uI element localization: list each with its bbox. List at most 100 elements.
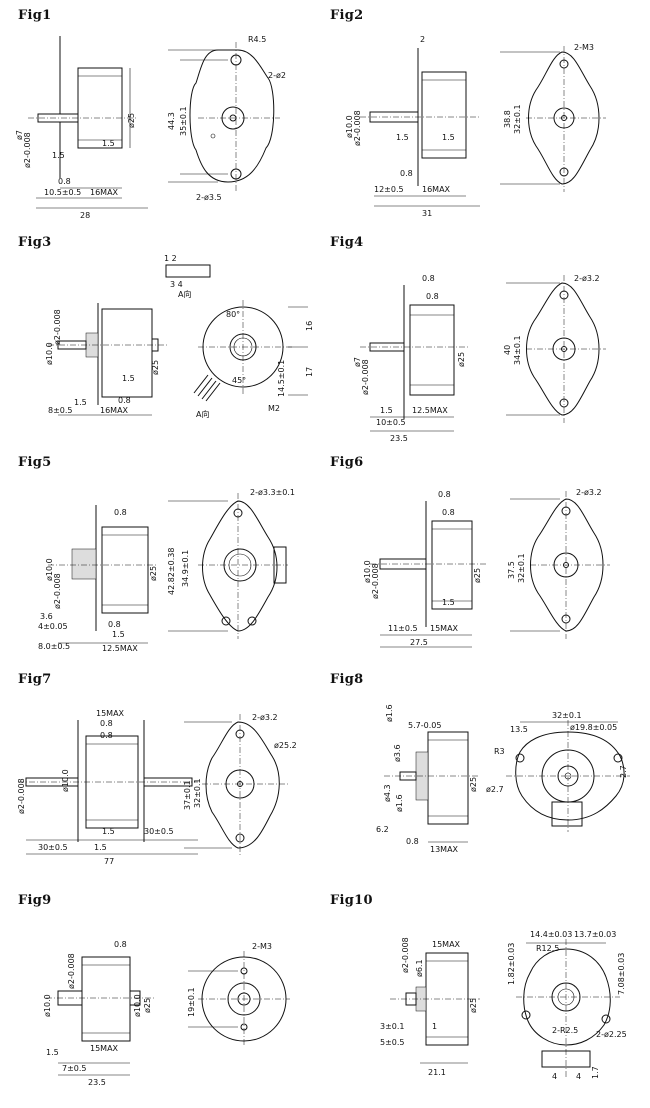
dim-0: 15MAX xyxy=(432,940,461,949)
dim-1: 1.5 xyxy=(396,133,409,142)
dim-shaft-2: ø2-0.008 xyxy=(371,563,380,599)
dim-shaft: ø10.0 xyxy=(43,994,52,1017)
view-label: A向 xyxy=(178,289,191,299)
dim-dia: ø25 xyxy=(127,113,136,128)
dim-6: 1.5 xyxy=(94,843,107,852)
label-holes: 2-ø3.2 xyxy=(576,488,602,497)
dim-5: 16MAX xyxy=(100,406,129,415)
figure-title: Fig10 xyxy=(330,893,373,908)
dim-6: 31 xyxy=(422,209,432,218)
figure-title: Fig2 xyxy=(330,8,364,23)
dim-1: 3±0.1 xyxy=(380,1022,405,1031)
dim-height-2: 34.9±0.1 xyxy=(181,550,190,587)
dim-4: 10.5±0.5 xyxy=(44,188,81,197)
dim-3: 0.8 xyxy=(58,177,71,186)
connector xyxy=(165,264,211,278)
figure-4-drawing: 0.8 0.8 ø7 ø2-0.008 ø25 1.5 12.5MAX 10±0… xyxy=(353,274,606,443)
figure-3: Fig3 1 2 3 4 A向 ø10.0 ø2-0.008 ø25 1.5 1… xyxy=(18,235,328,450)
label-holes: 2-M3 xyxy=(574,43,594,52)
dim-height-1: 44.3 xyxy=(167,112,176,130)
label-holes-2: 2-ø2.25 xyxy=(596,1030,627,1039)
dim-0: 0.8 xyxy=(114,508,127,517)
dim-top: 2 xyxy=(420,35,425,44)
figure-title: Fig7 xyxy=(18,672,52,687)
dim-0: 0.8 xyxy=(422,274,435,283)
dim-2: 1.5 xyxy=(102,139,115,148)
dim-height-2: 34±0.1 xyxy=(513,335,522,365)
dim-dia: ø25 xyxy=(151,360,160,375)
figure-2: Fig2 2 ø10.0 ø2-0.008 1.5 1.5 0.8 12±0.5… xyxy=(330,8,640,223)
dim-shaft-2: ø2-0.008 xyxy=(53,573,62,609)
dim-dia: ø25 xyxy=(469,998,478,1013)
label-holes-1: 2-R2.5 xyxy=(552,1026,578,1035)
dim-3: 11±0.5 xyxy=(388,624,418,633)
figure-title: Fig8 xyxy=(330,672,364,687)
dim-1: 13.5 xyxy=(510,725,528,734)
dim-3: 1 xyxy=(432,1022,437,1031)
dim-2: 1.5 xyxy=(442,133,455,142)
figure-10: Fig10 15MAX ø2-0.008 ø6.1 ø25 3±0.1 5±0.… xyxy=(330,893,640,1108)
dim-shaft: ø10.0 xyxy=(45,342,54,365)
dim-4: 15MAX xyxy=(430,624,459,633)
label-holes: 2-ø3.2 xyxy=(252,713,278,722)
dim-2: 4±0.05 xyxy=(38,622,68,631)
dim-height-2: 32±0.1 xyxy=(517,553,526,583)
dim-shaft: ø7 xyxy=(15,130,24,140)
dim-0: 0.8 xyxy=(438,490,451,499)
dim-shaft-2: ø2-0.008 xyxy=(23,132,32,168)
dim-5: 16MAX xyxy=(90,188,119,197)
dim-shaft-2: ø2-0.008 xyxy=(401,937,410,973)
label-holes: 2-ø3.2 xyxy=(574,274,600,283)
figure-6: Fig6 0.8 0.8 ø10.0 ø2-0.008 ø25 1.5 11±0… xyxy=(330,455,640,670)
dim-0: 5.7-0.05 xyxy=(408,721,441,730)
dim-top-2: 13.7±0.03 xyxy=(574,930,616,939)
dim-1: 3.6 xyxy=(40,612,53,621)
dim-4: 1.5 xyxy=(112,630,125,639)
dim-1: 0.8 xyxy=(100,719,113,728)
figure-8: Fig8 ø1.6 ø3.6 ø4.3 ø1.6 5.7-0.05 ø25 6.… xyxy=(330,672,640,887)
label-radius: R4.5 xyxy=(248,35,266,44)
view-label-2: A向 xyxy=(196,409,209,419)
angle-1: 80° xyxy=(226,310,240,319)
pin-labels-top: 1 2 xyxy=(164,254,177,263)
figure-1-drawing: ø7 ø2-0.008 ø25 1.5 1.5 0.8 10.5±0.5 16M… xyxy=(15,35,286,220)
dim-2: 2.7 xyxy=(619,765,628,778)
dim-6: 13MAX xyxy=(430,845,459,854)
label-holes: 2-M3 xyxy=(252,942,272,951)
figure-10-drawing: 15MAX ø2-0.008 ø6.1 ø25 3±0.1 5±0.5 1 21… xyxy=(380,930,627,1081)
label-holes-a: 2-ø2 xyxy=(268,71,286,80)
motor-body xyxy=(77,67,123,149)
dim-height-1: 16 xyxy=(305,321,314,331)
label-thread: M2 xyxy=(268,404,280,413)
dim-5: 8.0±0.5 xyxy=(38,642,70,651)
dim-4: 23.5 xyxy=(88,1078,106,1087)
dim-height-1: 37.5 xyxy=(507,561,516,579)
dim-shaft: ø6.1 xyxy=(415,959,424,977)
dim-4: 10±0.5 xyxy=(376,418,406,427)
figure-9: Fig9 0.8 ø10.0 ø2-0.008 ø10.0 ø25 1.5 15… xyxy=(18,893,328,1108)
figure-4: Fig4 0.8 0.8 ø7 ø2-0.008 ø25 1.5 12.5MAX… xyxy=(330,235,640,450)
dim-6: 4 xyxy=(576,1072,581,1081)
dim-5: 23.5 xyxy=(390,434,408,443)
label-radius: R3 xyxy=(494,747,505,756)
figure-3-drawing: 1 2 3 4 A向 ø10.0 ø2-0.008 ø25 1.5 1.5 0.… xyxy=(45,254,314,419)
dim-shaft-2: ø2-0.008 xyxy=(67,953,76,989)
figure-title: Fig3 xyxy=(18,235,52,250)
dim-2: 1.5 xyxy=(380,406,393,415)
figure-7-drawing: 15MAX 0.8 0.8 ø10.0 ø2-0.008 1.5 30±0.5 … xyxy=(17,709,297,866)
label-holes: 2-ø3.3±0.1 xyxy=(250,488,295,497)
dim-6: 12.5MAX xyxy=(102,644,138,653)
dim-2: 1.5 xyxy=(442,598,455,607)
dim-height-2: 32±0.1 xyxy=(193,778,202,808)
dim-3: 7±0.5 xyxy=(62,1064,87,1073)
figure-title: Fig6 xyxy=(330,455,364,470)
front-view-outline xyxy=(189,49,275,183)
dim-vertical-1: 1.82±0.03 xyxy=(507,943,516,985)
dim-height-2: 35±0.1 xyxy=(179,106,188,136)
dim-shaft: ø7 xyxy=(353,357,362,367)
dim-height-1: 38.8 xyxy=(503,110,512,128)
dim-2: 15MAX xyxy=(90,1044,119,1053)
figure-title: Fig5 xyxy=(18,455,52,470)
dim-dia: ø25 xyxy=(469,777,478,792)
dim-4: 6.2 xyxy=(376,825,389,834)
